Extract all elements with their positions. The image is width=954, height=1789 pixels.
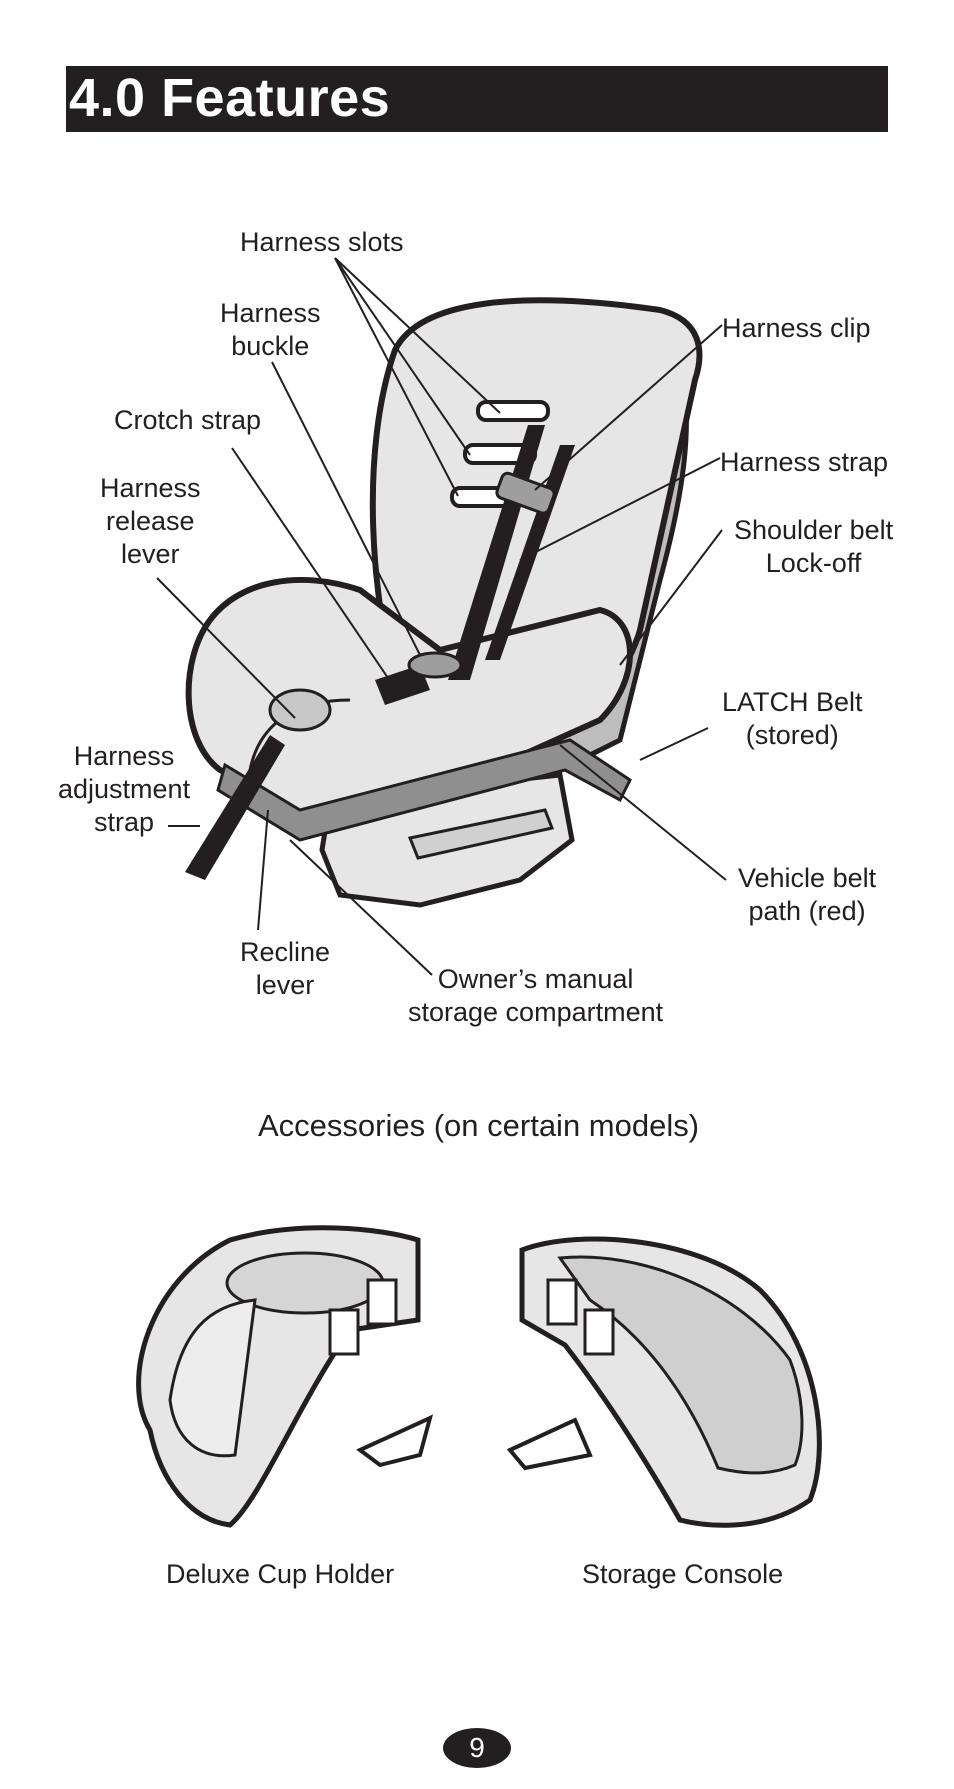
seat-cushion [185,577,633,824]
cup-holder-illustration [136,1225,434,1528]
label-shoulder-belt-lockoff: Shoulder belt Lock-off [734,515,894,578]
accessory-label-storage-console: Storage Console [582,1559,784,1589]
accessories-heading: Accessories (on certain models) [258,1108,700,1143]
page-title: 4.0 Features [69,68,391,128]
label-harness-clip: Harness clip [722,313,871,343]
label-harness-adjustment-strap: Harness adjustment strap [58,741,191,837]
accessory-label-cup-holder: Deluxe Cup Holder [166,1559,395,1589]
label-harness-release-lever: Harness release lever [100,473,201,569]
storage-console-illustration [506,1236,822,1528]
label-owners-manual-compartment: Owner’s manual storage compartment [408,964,664,1027]
label-recline-lever: Recline lever [240,937,331,1000]
section-title-bar: 4.0 Features [66,66,888,132]
adjustment-strap [185,735,285,880]
label-crotch-strap: Crotch strap [114,405,262,435]
label-harness-slots: Harness slots [240,227,404,257]
label-vehicle-belt-path: Vehicle belt path (red) [738,863,877,926]
page-number: 9 [443,1728,511,1768]
label-harness-buckle: Harness buckle [220,298,321,361]
label-latch-belt: LATCH Belt (stored) [722,687,863,750]
leader-lines [156,257,727,976]
label-harness-strap: Harness strap [720,447,889,477]
